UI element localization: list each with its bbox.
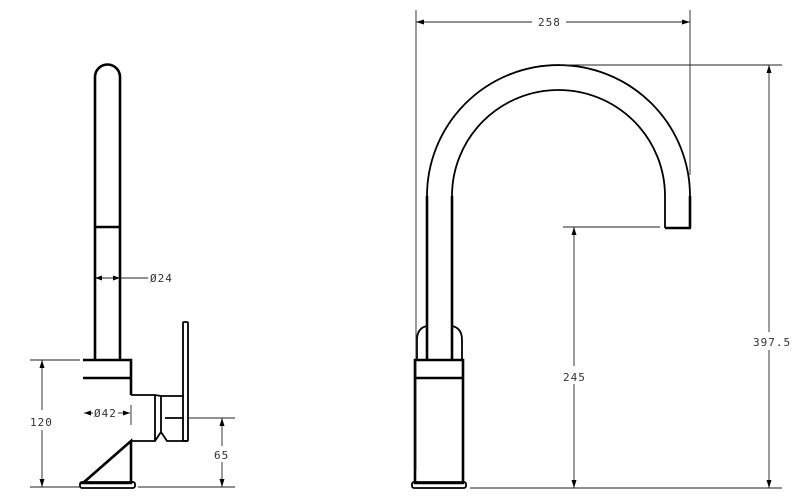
side-outlet bbox=[131, 394, 162, 442]
front-view: 258 245 397.5 bbox=[411, 10, 791, 489]
side-spout-tube bbox=[93, 63, 122, 360]
side-view: Ø24 Ø42 120 65 bbox=[30, 63, 235, 489]
front-base-ring bbox=[411, 481, 467, 489]
dimension-reach: 258 bbox=[415, 10, 691, 470]
dimension-label-spout-outlet-height: 245 bbox=[563, 371, 586, 384]
dimension-body-diameter: Ø42 bbox=[84, 405, 132, 425]
front-spout-inner bbox=[451, 89, 666, 330]
front-spout-outer bbox=[426, 64, 691, 330]
front-body bbox=[413, 358, 465, 485]
dimension-overall-height: 397.5 bbox=[560, 64, 791, 488]
dimension-spout-diameter: Ø24 bbox=[95, 272, 173, 285]
side-body bbox=[79, 358, 133, 485]
dimension-spout-outlet-height: 245 bbox=[470, 226, 782, 489]
dimension-body-height: 120 bbox=[30, 359, 80, 488]
side-handle-lever bbox=[182, 321, 189, 442]
side-base-ring bbox=[79, 481, 136, 489]
dimension-label-handle-height: 65 bbox=[214, 449, 229, 462]
dimension-label-spout-diameter: Ø24 bbox=[150, 272, 173, 285]
dimension-handle-height: 65 bbox=[138, 417, 235, 488]
dimension-label-body-diameter: Ø42 bbox=[94, 407, 117, 420]
dimension-label-body-height: 120 bbox=[30, 416, 53, 429]
dimension-label-reach: 258 bbox=[538, 16, 561, 29]
front-collar bbox=[416, 325, 463, 360]
side-handle-block bbox=[160, 395, 188, 442]
dimension-label-overall-height: 397.5 bbox=[753, 336, 791, 349]
